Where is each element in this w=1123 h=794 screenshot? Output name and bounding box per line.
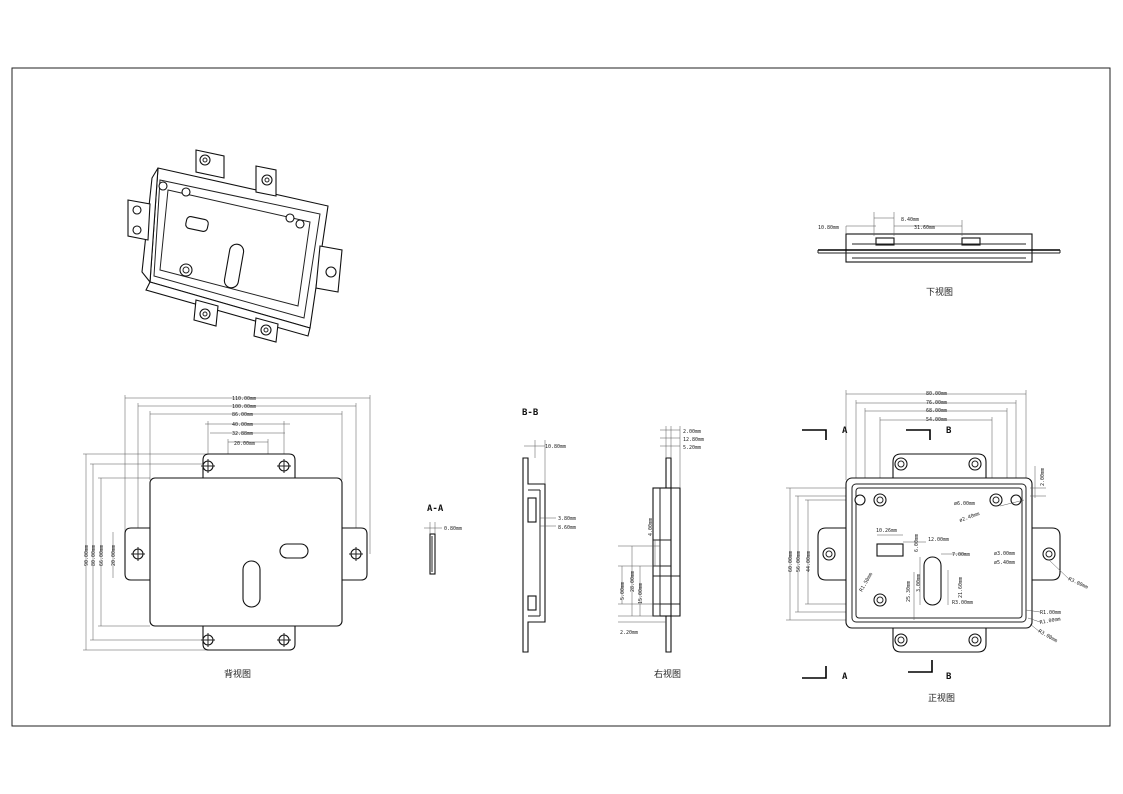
- dim-label: 110.00mm: [232, 396, 256, 402]
- front-view-caption: 正视图: [928, 692, 955, 704]
- section-marker-b-bottom: B: [946, 672, 952, 682]
- dim-label: 80.00mm: [926, 391, 947, 397]
- dim-label: 10.80mm: [545, 444, 566, 450]
- dim-label: 31.60mm: [914, 225, 935, 231]
- dim-label: R3.00mm: [1067, 576, 1089, 590]
- dim-label: 56.00mm: [796, 551, 802, 572]
- dim-label: 20.00mm: [111, 545, 117, 566]
- dim-label: 25.30mm: [906, 581, 912, 602]
- dim-label: R3.00mm: [1037, 629, 1058, 645]
- section-a-view: [424, 522, 442, 575]
- section-marker-a-bottom: A: [842, 672, 848, 682]
- dim-label: R3.00mm: [952, 600, 973, 606]
- dim-label: 80.00mm: [91, 545, 97, 566]
- dim-label: 5.00mm: [620, 582, 626, 600]
- dim-label: 0.80mm: [444, 526, 462, 532]
- dim-label: 68.00mm: [926, 408, 947, 414]
- dim-label: 21.60mm: [958, 577, 964, 598]
- isometric-view: [127, 149, 343, 343]
- dim-label: 60.00mm: [788, 551, 794, 572]
- dim-label: 8.40mm: [901, 217, 919, 223]
- dim-label: 15.00mm: [638, 583, 644, 604]
- bottom-view-caption: 下视图: [926, 286, 953, 298]
- dim-label: 76.00mm: [926, 400, 947, 406]
- dim-label: 12.80mm: [683, 437, 704, 443]
- right-view-caption: 右视图: [654, 668, 681, 680]
- dim-label: 10.26mm: [876, 528, 897, 534]
- dim-label: 32.88mm: [232, 431, 253, 437]
- bottom-view: [817, 212, 1061, 263]
- section-a-label: A-A: [427, 504, 444, 514]
- dim-label: 7.00mm: [952, 552, 970, 558]
- dim-label: 66.00mm: [99, 545, 105, 566]
- dim-label: 3.80mm: [558, 516, 576, 522]
- section-marker-a-top: A: [842, 426, 848, 436]
- dim-label: 20.00mm: [234, 441, 255, 447]
- dim-label: 28.00mm: [630, 571, 636, 592]
- dim-label: ø5.40mm: [994, 560, 1015, 566]
- dim-label: 90.00mm: [84, 545, 90, 566]
- dim-label: R1.00mm: [1039, 616, 1061, 626]
- dim-label: 100.00mm: [232, 404, 256, 410]
- right-view: [618, 426, 681, 653]
- back-view: [83, 395, 371, 651]
- front-view: [786, 390, 1071, 679]
- dim-label: 12.00mm: [928, 537, 949, 543]
- dim-label: 4.00mm: [648, 518, 654, 536]
- dim-label: 5.20mm: [683, 445, 701, 451]
- dim-label: ø6.00mm: [954, 501, 975, 507]
- dim-label: 2.00mm: [683, 429, 701, 435]
- section-marker-b-top: B: [946, 426, 952, 436]
- dim-label: 10.80mm: [818, 225, 839, 231]
- back-view-caption: 背视图: [224, 668, 251, 680]
- dim-label: 2.00mm: [1040, 468, 1046, 486]
- drawing-frame: [11, 67, 1111, 727]
- dim-label: 86.00mm: [232, 412, 253, 418]
- dim-label: 8.60mm: [558, 525, 576, 531]
- dim-label: 2.20mm: [620, 630, 638, 636]
- dim-label: 3.00mm: [916, 574, 922, 592]
- section-b-label: B-B: [522, 408, 539, 418]
- dim-label: R1.00mm: [1040, 610, 1061, 616]
- dim-label: 54.00mm: [926, 417, 947, 423]
- dim-label: 40.00mm: [232, 422, 253, 428]
- section-b-view: [522, 440, 556, 653]
- dim-label: ø3.00mm: [994, 551, 1015, 557]
- dim-label: 6.00mm: [914, 534, 920, 552]
- dim-label: 44.00mm: [806, 551, 812, 572]
